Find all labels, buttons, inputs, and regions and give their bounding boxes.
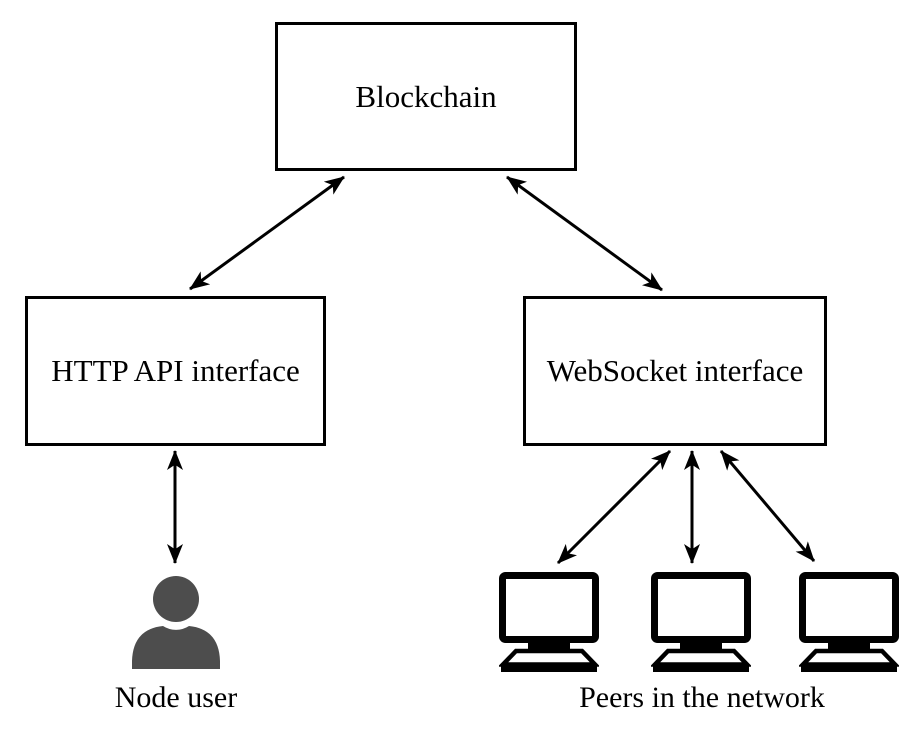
computer-icon-peer-1 xyxy=(499,572,599,672)
edge-websocket-peer1 xyxy=(556,449,672,565)
node-websocket-interface: WebSocket interface xyxy=(523,296,827,446)
node-websocket-label: WebSocket interface xyxy=(546,353,804,388)
computer-icon-peer-3 xyxy=(799,572,899,672)
node-http-api-interface: HTTP API interface xyxy=(25,296,326,446)
edge-blockchain-websocket xyxy=(506,175,663,292)
person-icon xyxy=(132,576,220,669)
node-blockchain-label: Blockchain xyxy=(355,78,497,114)
node-http-api-label: HTTP API interface xyxy=(51,353,300,388)
edge-websocket-peer3 xyxy=(719,450,816,562)
node-user-caption: Node user xyxy=(114,681,238,714)
node-blockchain: Blockchain xyxy=(275,22,577,171)
computer-icon-peer-2 xyxy=(651,572,751,672)
edge-blockchain-http xyxy=(189,175,345,291)
peers-caption: Peers in the network xyxy=(579,681,825,714)
